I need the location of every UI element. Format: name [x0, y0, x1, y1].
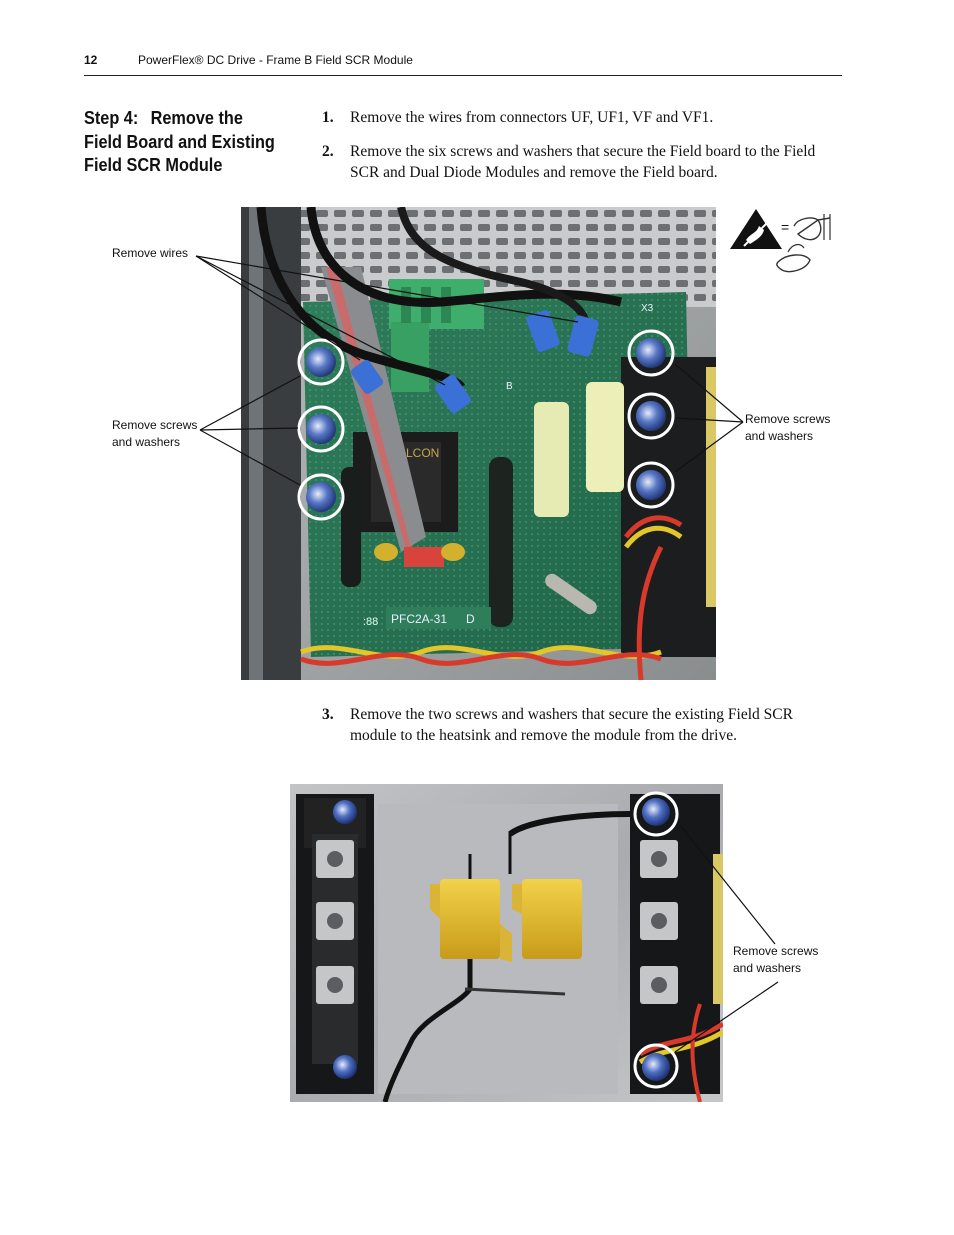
esd-warning-icon: =: [730, 209, 831, 273]
document-title: PowerFlex® DC Drive - Frame B Field SCR …: [138, 53, 413, 67]
step-heading: Step 4:Remove the Field Board and Existi…: [84, 106, 282, 177]
scr-module-photo: [290, 784, 723, 1102]
instruction-3: 3. Remove the two screws and washers tha…: [322, 704, 842, 746]
esd-equals-sign: =: [781, 219, 789, 235]
instruction-text: Remove the six screws and washers that s…: [350, 143, 816, 181]
instruction-1: 1. Remove the wires from connectors UF, …: [322, 107, 842, 128]
connector-x3-label: X3: [641, 303, 654, 314]
connector-b-label: B: [506, 381, 513, 392]
page-header: 12 PowerFlex® DC Drive - Frame B Field S…: [84, 53, 842, 76]
figure1-leader-lines: [195, 255, 744, 486]
callout-remove-wires: Remove wires: [112, 246, 189, 260]
board-revision: D: [466, 612, 475, 626]
instruction-2: 2. Remove the six screws and washers tha…: [322, 141, 842, 183]
instruction-number: 1.: [322, 109, 334, 126]
callout-remove-screws-right: Remove screws and washers: [745, 412, 831, 443]
board-part-number: PFC2A-31: [391, 612, 447, 626]
instruction-number: 2.: [322, 143, 334, 160]
callout-remove-screws-module: Remove screws and washers: [733, 944, 819, 975]
instruction-text: Remove the two screws and washers that s…: [350, 706, 793, 744]
callout-remove-screws-left: Remove screws and washers: [112, 418, 198, 449]
step-title-text: Remove the Field Board and Existing Fiel…: [84, 107, 275, 175]
board-serial: :88: [363, 616, 378, 628]
page-number: 12: [84, 53, 98, 67]
instruction-number: 3.: [322, 706, 334, 723]
field-board-photo: LCON PFC2A-31 D :88 X3 B: [241, 207, 716, 680]
instruction-text: Remove the wires from connectors UF, UF1…: [350, 109, 714, 126]
step-label: Step 4:: [84, 107, 139, 128]
board-brand-text: LCON: [406, 446, 439, 460]
